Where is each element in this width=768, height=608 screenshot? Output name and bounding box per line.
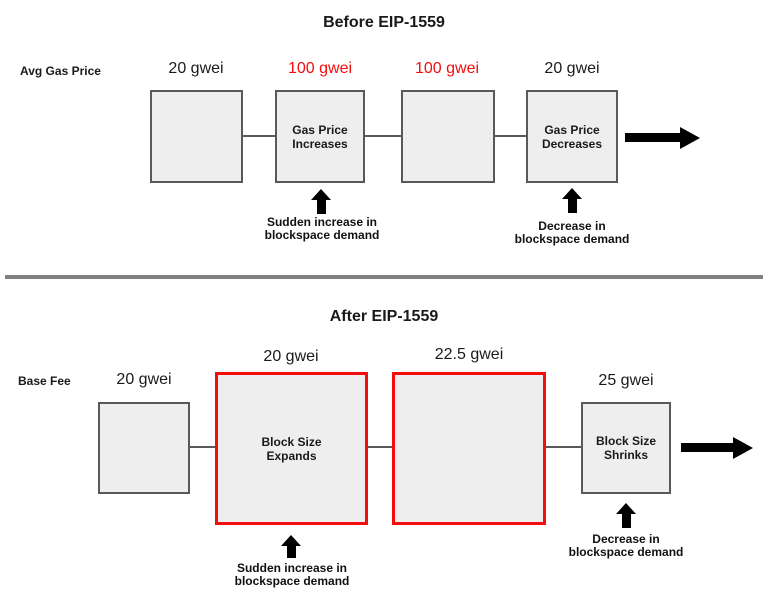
price-label: 100 gwei <box>414 60 480 77</box>
annotation-decrease: Decrease in blockspace demand <box>514 219 630 246</box>
annotation-sudden-increase: Sudden increase in blockspace demand <box>264 215 380 242</box>
annotation-decrease: Decrease in blockspace demand <box>568 532 684 559</box>
row-label-base-fee: Base Fee <box>18 374 71 388</box>
price-label: 20 gwei <box>544 60 600 77</box>
flow-box-empty <box>150 90 243 183</box>
section-title-before: Before EIP-1559 <box>323 14 445 31</box>
flow-box-label: Block Size Expands <box>261 434 322 463</box>
price-label: 25 gwei <box>598 372 654 389</box>
section-title-after: After EIP-1559 <box>329 308 439 325</box>
row-label-avg-gas-price: Avg Gas Price <box>20 64 101 78</box>
flow-box-block-size-expands: Block Size Expands <box>215 372 368 525</box>
flow-box-empty <box>401 90 495 183</box>
flow-box-label: Gas Price Decreases <box>541 122 603 151</box>
flow-box-gas-price-decreases: Gas Price Decreases <box>526 90 618 183</box>
flow-box-label: Gas Price Increases <box>292 122 348 151</box>
flow-box-gas-price-increases: Gas Price Increases <box>275 90 365 183</box>
price-label: 22.5 gwei <box>434 346 504 363</box>
flow-box-empty-expanded <box>392 372 546 525</box>
flow-box-empty <box>98 402 190 494</box>
flow-box-label: Block Size Shrinks <box>595 434 657 462</box>
annotation-sudden-increase: Sudden increase in blockspace demand <box>234 561 350 588</box>
section-divider <box>5 275 763 279</box>
flow-box-block-size-shrinks: Block Size Shrinks <box>581 402 671 494</box>
price-label: 20 gwei <box>168 60 224 77</box>
price-label: 20 gwei <box>116 371 172 388</box>
price-label: 20 gwei <box>263 348 319 365</box>
price-label: 100 gwei <box>287 60 353 77</box>
